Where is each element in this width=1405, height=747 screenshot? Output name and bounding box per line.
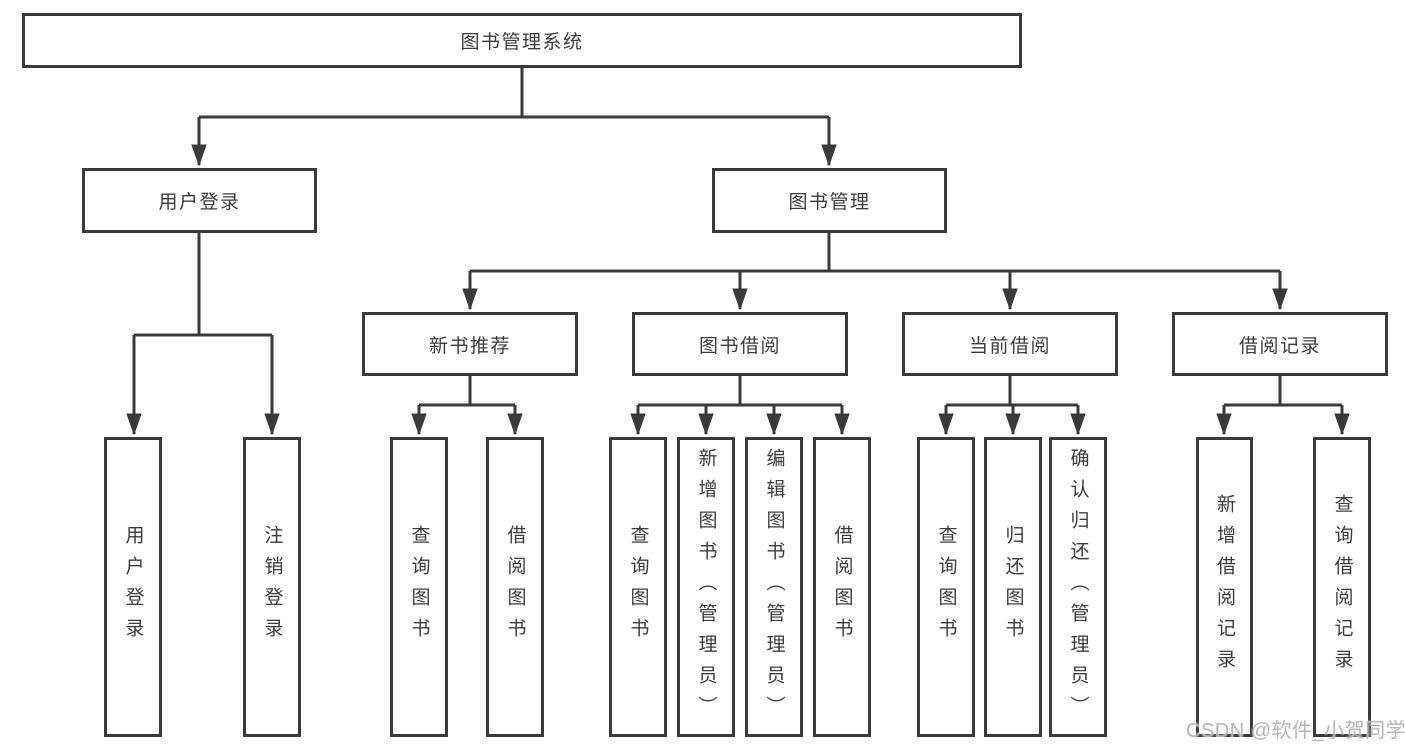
node-label: 图书管理 (788, 192, 871, 213)
leaf-label: 查询图书 (408, 525, 430, 649)
node-book-borrowing: 图书借阅 (632, 312, 848, 376)
leaf-borrow-books: 借阅图书 (813, 437, 871, 737)
leaf-label: 用户登录 (122, 525, 144, 649)
node-new-book-recommendation: 新书推荐 (362, 312, 578, 376)
leaf-edit-books-admin: 编辑图书（管理员） (745, 437, 803, 737)
leaf-label: 查询借阅记录 (1331, 494, 1353, 680)
leaf-label: 新增借阅记录 (1214, 494, 1235, 680)
leaf-add-borrow-record: 新增借阅记录 (1196, 437, 1253, 737)
node-label: 新书推荐 (428, 335, 511, 357)
leaf-logout: 注销登录 (243, 437, 301, 737)
leaf-label: 新增图书（管理员） (695, 447, 717, 727)
connector-trunks (134, 68, 1342, 407)
leaf-user-login: 用户登录 (104, 437, 162, 737)
leaf-label: 归还图书 (1002, 525, 1024, 649)
node-label: 图书管理系统 (460, 32, 584, 53)
node-borrowing-records: 借阅记录 (1172, 312, 1388, 376)
leaf-confirm-return-admin: 确认归还（管理员） (1049, 437, 1107, 737)
leaf-label: 借阅图书 (831, 525, 853, 649)
node-label: 借阅记录 (1238, 335, 1321, 357)
leaf-query-books-recommend: 查询图书 (390, 437, 448, 737)
watermark: CSDN @软件_小贺同学 (1186, 720, 1405, 742)
leaf-label: 编辑图书（管理员） (763, 447, 785, 727)
node-label: 图书借阅 (698, 335, 781, 357)
leaf-label: 借阅图书 (504, 525, 526, 649)
node-label: 用户登录 (158, 192, 241, 213)
leaf-add-books-admin: 新增图书（管理员） (677, 437, 735, 737)
node-library-system: 图书管理系统 (22, 13, 1022, 68)
leaf-label: 查询图书 (935, 525, 957, 649)
node-user-login: 用户登录 (82, 168, 317, 233)
leaf-label: 确认归还（管理员） (1067, 447, 1089, 727)
leaf-query-books-current: 查询图书 (917, 437, 975, 737)
leaf-return-books: 归还图书 (984, 437, 1042, 737)
leaf-query-books-borrowing: 查询图书 (609, 437, 667, 737)
leaf-borrow-books-recommend: 借阅图书 (486, 437, 544, 737)
node-current-borrowing: 当前借阅 (902, 312, 1118, 376)
node-book-management: 图书管理 (712, 168, 947, 233)
node-label: 当前借阅 (968, 335, 1051, 357)
leaf-label: 注销登录 (261, 525, 283, 649)
leaf-query-borrow-record: 查询借阅记录 (1313, 437, 1371, 737)
leaf-label: 查询图书 (627, 525, 649, 649)
